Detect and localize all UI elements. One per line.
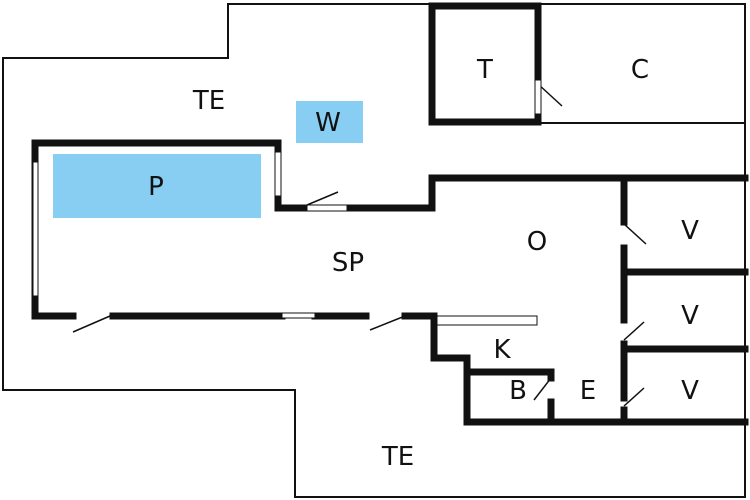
wall-bathroom xyxy=(463,368,555,426)
counter-kitchen xyxy=(436,315,538,326)
label-open: O xyxy=(527,227,547,257)
label-bathroom: B xyxy=(509,376,527,406)
pool xyxy=(53,154,261,218)
window-spa-door-frame xyxy=(306,204,348,212)
window-bottom xyxy=(281,312,316,319)
wall-pool-right xyxy=(274,192,311,212)
label-terrace-top: TE xyxy=(192,86,225,116)
door-toilet-frame xyxy=(534,79,542,115)
label-entrance: E xyxy=(580,376,596,406)
door-toilet xyxy=(537,83,563,107)
label-closet: C xyxy=(631,55,649,85)
label-bedroom-3: V xyxy=(681,376,699,406)
label-terrace-bottom: TE xyxy=(381,442,414,472)
window-left xyxy=(32,161,39,297)
label-bedroom-1: V xyxy=(681,216,699,246)
wall-bottom-right xyxy=(401,312,749,426)
door-bottom-left xyxy=(72,315,111,333)
window-pool xyxy=(274,151,282,197)
door-spa xyxy=(306,191,339,206)
door-bottom-mid xyxy=(369,315,406,331)
label-toilet: T xyxy=(476,55,493,85)
wall-spa-bottom xyxy=(343,174,749,212)
label-pool: P xyxy=(148,172,164,202)
wall-top-left xyxy=(31,139,282,156)
label-spa: W xyxy=(315,108,341,138)
terrace-boundary xyxy=(2,3,746,498)
door-bathroom xyxy=(533,377,552,401)
label-living: SP xyxy=(332,248,364,278)
door-bedroom-1 xyxy=(623,223,647,245)
spa xyxy=(296,101,363,143)
door-bedroom-2 xyxy=(623,321,645,341)
label-bedroom-2: V xyxy=(681,301,699,331)
door-bedroom-3 xyxy=(623,387,645,407)
toilet-walls xyxy=(428,2,542,126)
label-kitchen: K xyxy=(493,335,511,365)
